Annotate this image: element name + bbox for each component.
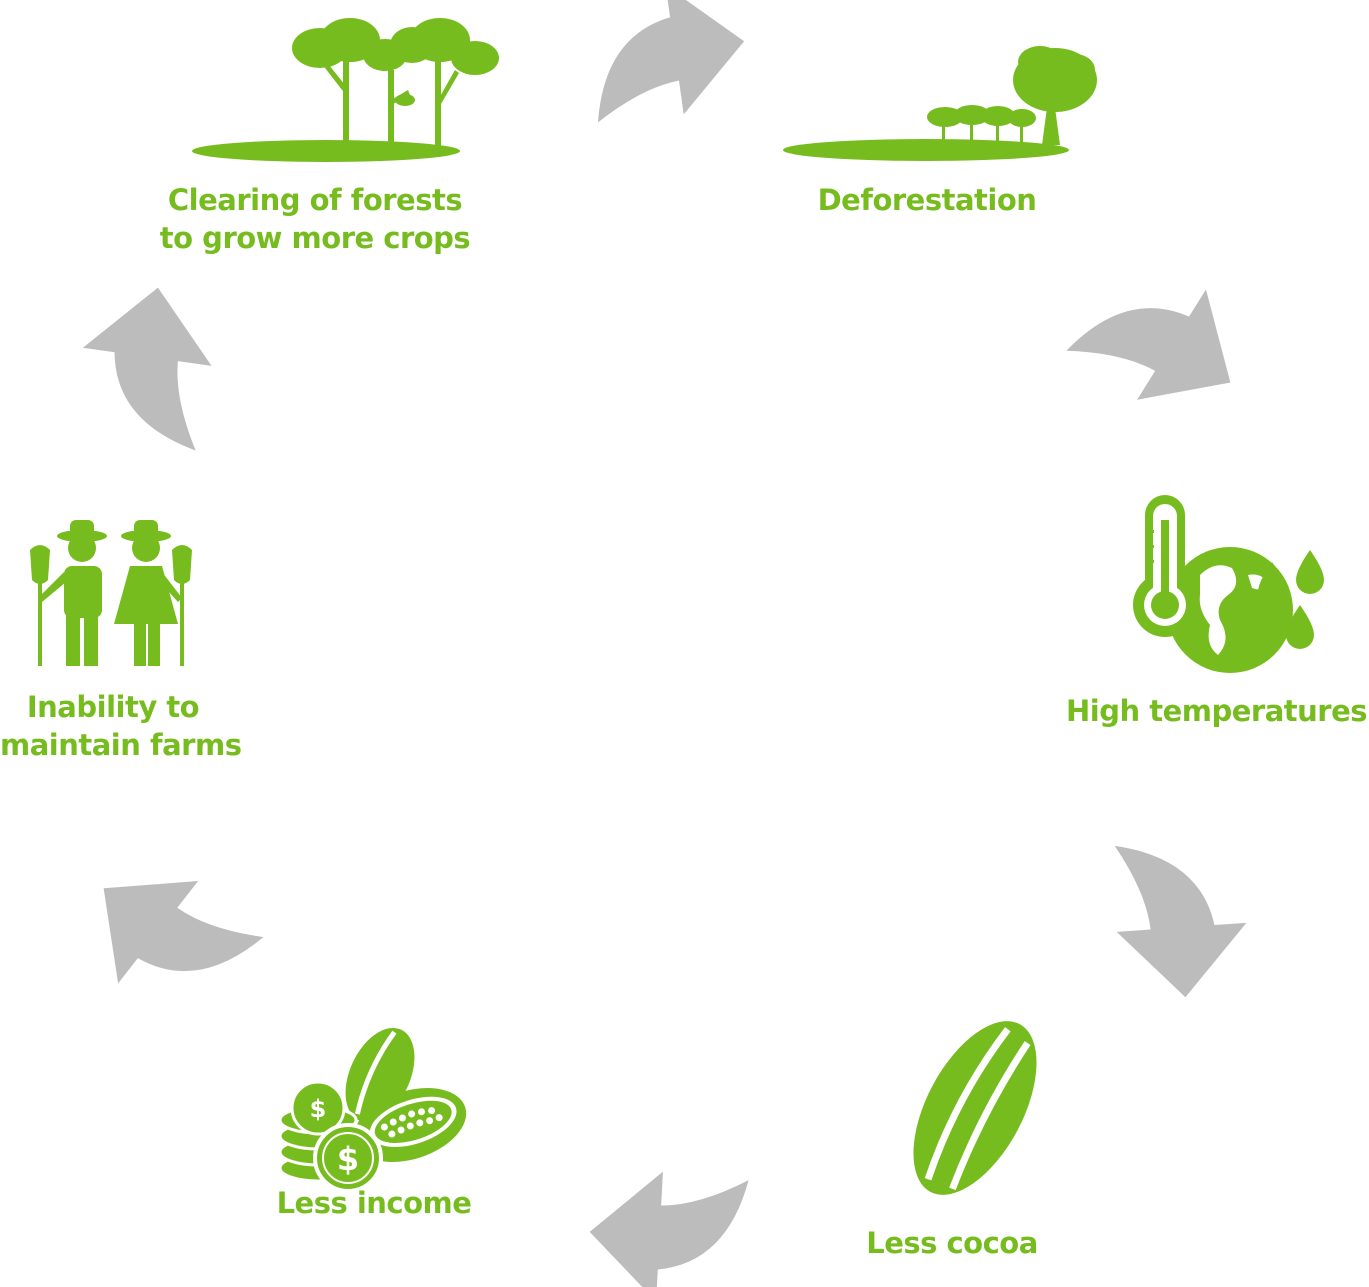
cocoa-pod-icon xyxy=(913,1021,1037,1195)
svg-text:$: $ xyxy=(310,1095,327,1123)
farmers-icon xyxy=(30,520,192,666)
cycle-arrow-3 xyxy=(1110,837,1252,1002)
label-high-temperatures: High temperatures xyxy=(1066,692,1368,730)
cycle-arrow-1 xyxy=(580,0,754,127)
label-inability-line-2: maintain farms xyxy=(0,728,242,762)
cycle-arrow-4 xyxy=(586,1167,749,1287)
coins-cocoa-icon: $ $ xyxy=(278,1027,467,1193)
label-inability: Inability to maintain farms xyxy=(0,688,242,764)
label-high-temperatures-line-1: High temperatures xyxy=(1066,694,1368,728)
label-clearing-line-2: to grow more crops xyxy=(159,221,471,255)
label-clearing: Clearing of forests to grow more crops xyxy=(159,181,471,257)
deforested-land-icon xyxy=(783,46,1097,161)
label-deforestation: Deforestation xyxy=(818,181,1037,219)
cycle-arrow-6 xyxy=(70,278,222,452)
label-less-cocoa-line-1: Less cocoa xyxy=(866,1226,1038,1260)
label-deforestation-line-1: Deforestation xyxy=(817,183,1037,217)
label-less-income-line-1: Less income xyxy=(276,1186,472,1220)
label-inability-line-1: Inability to xyxy=(26,690,200,724)
svg-text:$: $ xyxy=(337,1140,359,1178)
label-less-income: Less income xyxy=(277,1184,472,1222)
thermometer-globe-rain-icon xyxy=(1133,495,1324,673)
cycle-arrow-5 xyxy=(62,837,266,1037)
label-less-cocoa: Less cocoa xyxy=(866,1224,1038,1262)
label-clearing-line-1: Clearing of forests xyxy=(167,183,463,217)
forest-trees-icon xyxy=(192,18,499,162)
cycle-arrow-2 xyxy=(1064,243,1266,437)
